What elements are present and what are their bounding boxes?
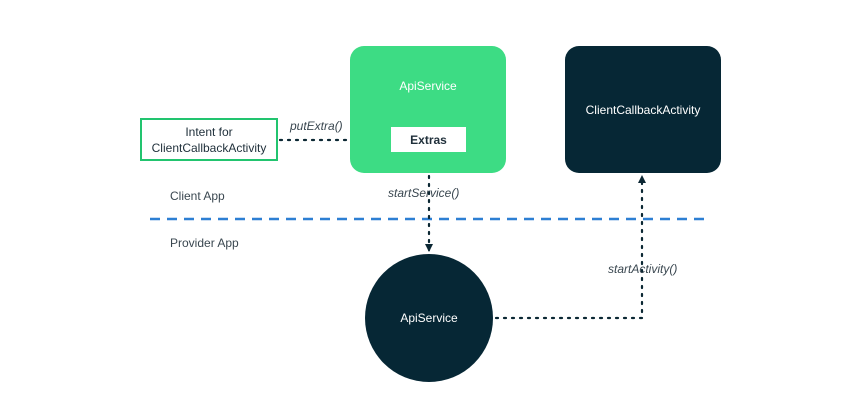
provider-app-label: Provider App bbox=[170, 236, 239, 250]
intent-label-line2: ClientCallbackActivity bbox=[151, 140, 267, 155]
start-service-label: startService() bbox=[388, 186, 460, 200]
api-service-client-node: ApiService bbox=[350, 46, 506, 173]
intent-box: Intent for ClientCallbackActivity bbox=[140, 118, 278, 161]
client-callback-activity-node: ClientCallbackActivity bbox=[565, 46, 721, 173]
client-callback-activity-label: ClientCallbackActivity bbox=[585, 102, 701, 117]
put-extra-label: putExtra() bbox=[290, 119, 343, 133]
api-service-provider-node: ApiService bbox=[365, 254, 493, 382]
extras-label: Extras bbox=[410, 132, 447, 147]
intent-label-line1: Intent for bbox=[185, 124, 233, 139]
extras-box: Extras bbox=[391, 127, 466, 152]
start-activity-arrow bbox=[494, 175, 646, 320]
client-app-label: Client App bbox=[170, 189, 225, 203]
api-service-client-label: ApiService bbox=[399, 79, 457, 93]
start-activity-label: startActivity() bbox=[608, 262, 678, 276]
api-service-provider-label: ApiService bbox=[400, 311, 458, 325]
